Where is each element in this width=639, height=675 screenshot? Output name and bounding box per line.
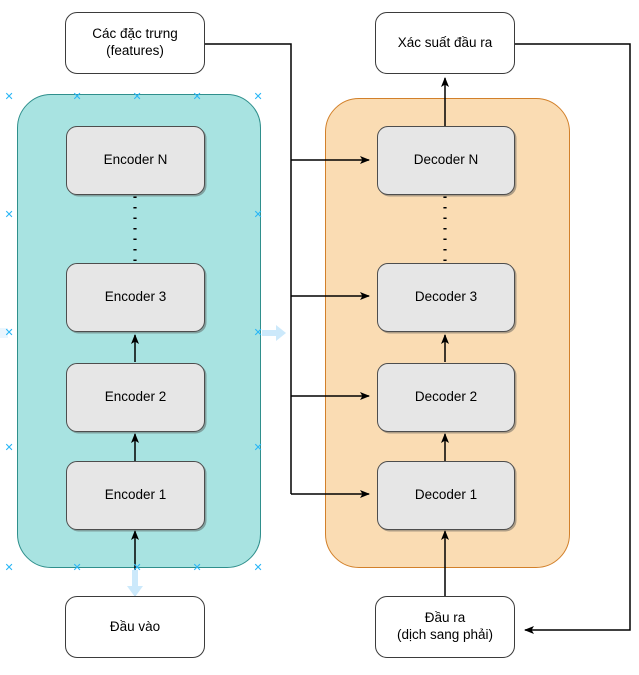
encoder-2-label: Encoder 2 [104, 389, 167, 405]
selection-handle-bottom-left-mid[interactable]: ✕ [72, 561, 82, 574]
selection-handle-bottom-center[interactable]: ✕ [132, 561, 142, 574]
features-node-label: Các đặc trưng (features) [92, 26, 178, 58]
features-node[interactable]: Các đặc trưng (features) [65, 12, 205, 74]
edge-outputprob-feedback-loop [515, 43, 631, 634]
encoder-2-block[interactable]: Encoder 2 [66, 363, 205, 432]
output-probabilities-node[interactable]: Xác suất đầu ra [375, 12, 515, 74]
selection-handle-bottom-right-mid[interactable]: ✕ [192, 561, 202, 574]
selection-handle-top-right-mid[interactable]: ✕ [192, 90, 202, 103]
selection-arrow-left-icon[interactable] [0, 328, 8, 338]
edge-features-bus [205, 43, 292, 494]
selection-handle-left-middle[interactable]: ✕ [4, 326, 14, 339]
decoder-1-block[interactable]: Decoder 1 [377, 461, 515, 530]
selection-handle-top-left-mid[interactable]: ✕ [72, 90, 82, 103]
encoder-3-label: Encoder 3 [104, 289, 167, 305]
decoder-3-block[interactable]: Decoder 3 [377, 263, 515, 332]
encoder-3-block[interactable]: Encoder 3 [66, 263, 205, 332]
output-shifted-node[interactable]: Đầu ra (dịch sang phải) [375, 596, 515, 658]
selection-handle-right-middle[interactable]: ✕ [253, 326, 263, 339]
decoder-1-label: Decoder 1 [414, 487, 478, 503]
output-shifted-node-label: Đầu ra (dịch sang phải) [396, 610, 494, 642]
encoder-1-label: Encoder 1 [104, 487, 167, 503]
decoder-n-label: Decoder N [413, 152, 479, 168]
selection-handle-left-lower[interactable]: ✕ [4, 441, 14, 454]
decoder-n-block[interactable]: Decoder N [377, 126, 515, 195]
selection-handle-top-right[interactable]: ✕ [253, 90, 263, 103]
decoder-2-label: Decoder 2 [414, 389, 478, 405]
selection-handle-top-left[interactable]: ✕ [4, 90, 14, 103]
selection-arrow-right-icon[interactable] [262, 325, 286, 341]
selection-handle-bottom-left[interactable]: ✕ [4, 561, 14, 574]
encoder-n-label: Encoder N [103, 152, 168, 168]
selection-handle-left-upper[interactable]: ✕ [4, 208, 14, 221]
selection-handle-right-lower[interactable]: ✕ [253, 441, 263, 454]
selection-handle-top-center[interactable]: ✕ [132, 90, 142, 103]
selection-arrow-down-icon[interactable] [127, 570, 143, 597]
encoder-n-block[interactable]: Encoder N [66, 126, 205, 195]
input-node[interactable]: Đầu vào [65, 596, 205, 658]
decoder-2-block[interactable]: Decoder 2 [377, 363, 515, 432]
output-probabilities-node-label: Xác suất đầu ra [397, 34, 493, 50]
decoder-3-label: Decoder 3 [414, 289, 478, 305]
input-node-label: Đầu vào [109, 618, 161, 634]
encoder-1-block[interactable]: Encoder 1 [66, 461, 205, 530]
selection-handle-right-upper[interactable]: ✕ [253, 208, 263, 221]
selection-handle-bottom-right[interactable]: ✕ [253, 561, 263, 574]
